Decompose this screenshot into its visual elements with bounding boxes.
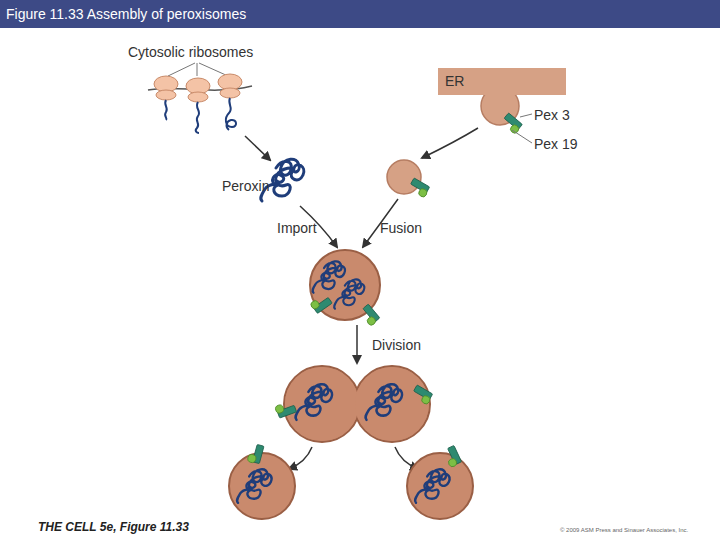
pex-proteins [247,443,264,465]
leader-line [197,63,198,76]
peroxin-protein [365,384,402,420]
leader-line [520,114,532,117]
ribosome-group [148,63,252,133]
step-label: Fusion [380,220,422,236]
credit-text: THE CELL 5e, Figure 11.33 [38,520,189,534]
arrow [356,325,358,363]
peroxin-protein [313,261,345,292]
leader-line [199,63,228,76]
dividing-peroxisome [354,366,430,442]
node-label: ER [445,73,464,89]
node-label: Cytosolic ribosomes [128,44,253,60]
step-label: Import [277,220,317,236]
pex-proteins [408,178,431,198]
peroxin-protein [334,279,364,308]
figure-title: Figure 11.33 Assembly of peroxisomes [6,6,246,22]
dividing-peroxisome [284,366,360,442]
ribosome-small [220,88,240,98]
pex-proteins [411,385,434,405]
pex-proteins [309,293,332,314]
peroxin-protein [415,469,449,502]
protein-label: Pex 3 [534,107,570,123]
node-label: Peroxin [222,178,269,194]
polypeptide-chain [196,102,199,133]
polypeptide-chain [226,98,236,130]
ribosome-small [188,92,208,102]
daughter-peroxisome [407,453,473,519]
arrow [422,128,478,158]
step-label: Division [372,337,421,353]
credit-text: © 2009 ASM Press and Sinauer Associates,… [560,526,688,534]
leader-line [168,63,195,76]
pex-proteins [501,113,524,135]
pex-proteins [274,400,296,418]
ribosome-group: Cytosolic ribosomes [126,44,268,136]
polypeptide-chain [165,100,167,120]
ribosome-small [156,90,176,100]
pex-proteins [443,445,462,468]
daughter-peroxisome [229,453,295,519]
protein-label: Pex 19 [534,136,578,152]
leader-line [512,130,532,143]
pre-peroxisomal-vesicle [387,160,421,194]
pex-proteins [359,304,381,327]
peroxin-protein [237,469,271,502]
dividing-peroxisome-fill [355,367,429,441]
title-bar [0,0,720,28]
peroxin-protein: Peroxin [262,160,322,202]
peroxin-protein [295,384,332,420]
dividing-peroxisome-fill [285,367,359,441]
arrow [289,447,312,469]
arrow-connector [245,136,270,160]
er-membrane-band: ER [438,68,566,95]
